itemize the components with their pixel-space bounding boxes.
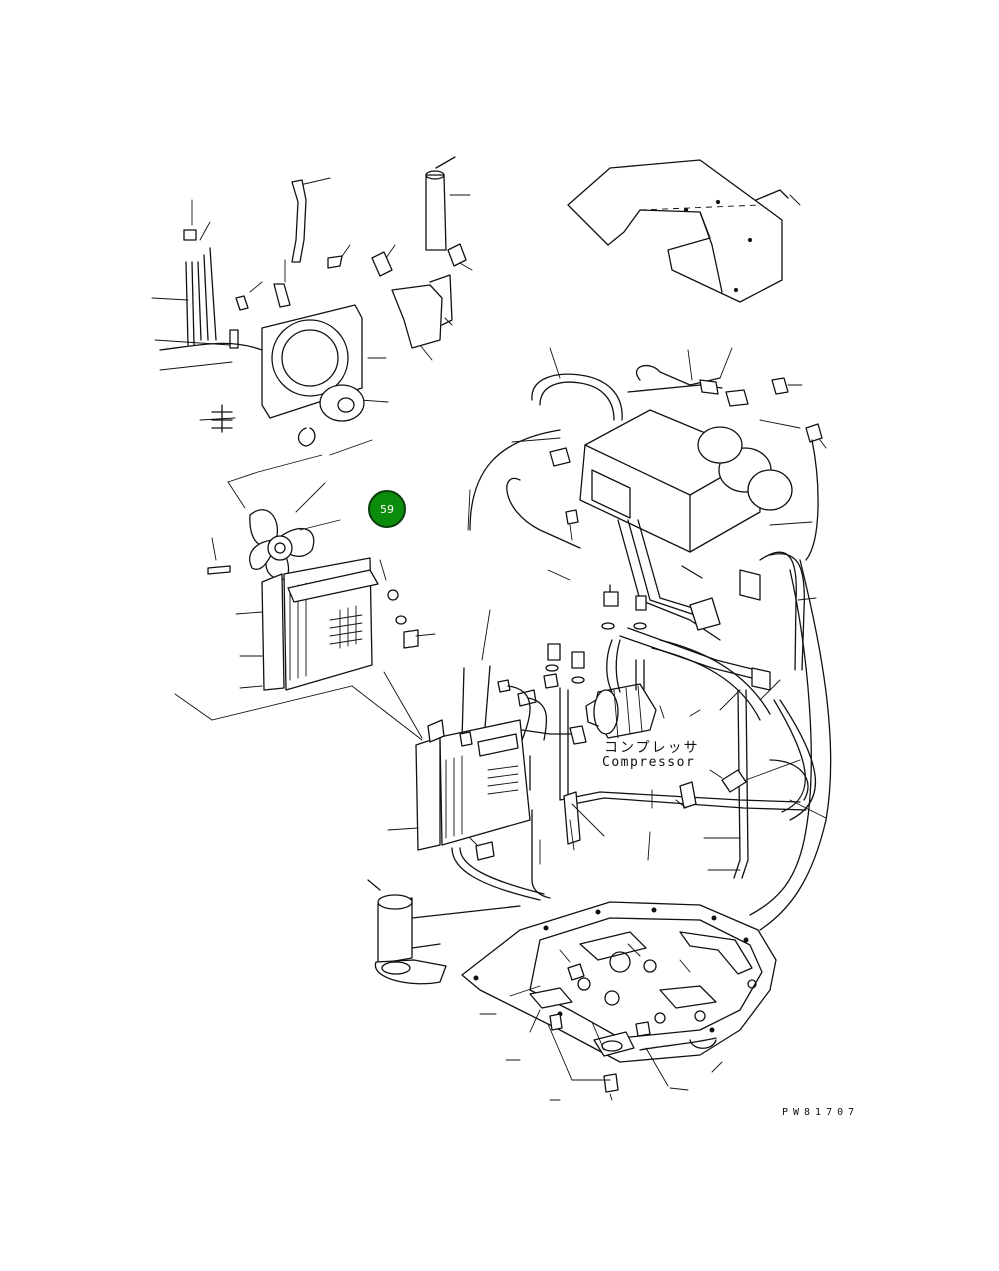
air-conditioner-unit <box>469 347 832 931</box>
compressor-label-jp: コンプレッサ <box>604 740 700 756</box>
fan-and-condenser-core <box>174 454 491 741</box>
compressor-label-en: Compressor <box>602 755 696 770</box>
condenser-fan-assembly <box>151 156 473 456</box>
compressor-assembly <box>545 584 827 879</box>
figure-code: PW81707 <box>782 1107 860 1118</box>
callout-badge[interactable]: 59 <box>368 490 406 528</box>
condenser-frame <box>387 665 587 901</box>
cab-cover-panel <box>567 159 801 303</box>
cab-floor-plate <box>367 879 777 1101</box>
